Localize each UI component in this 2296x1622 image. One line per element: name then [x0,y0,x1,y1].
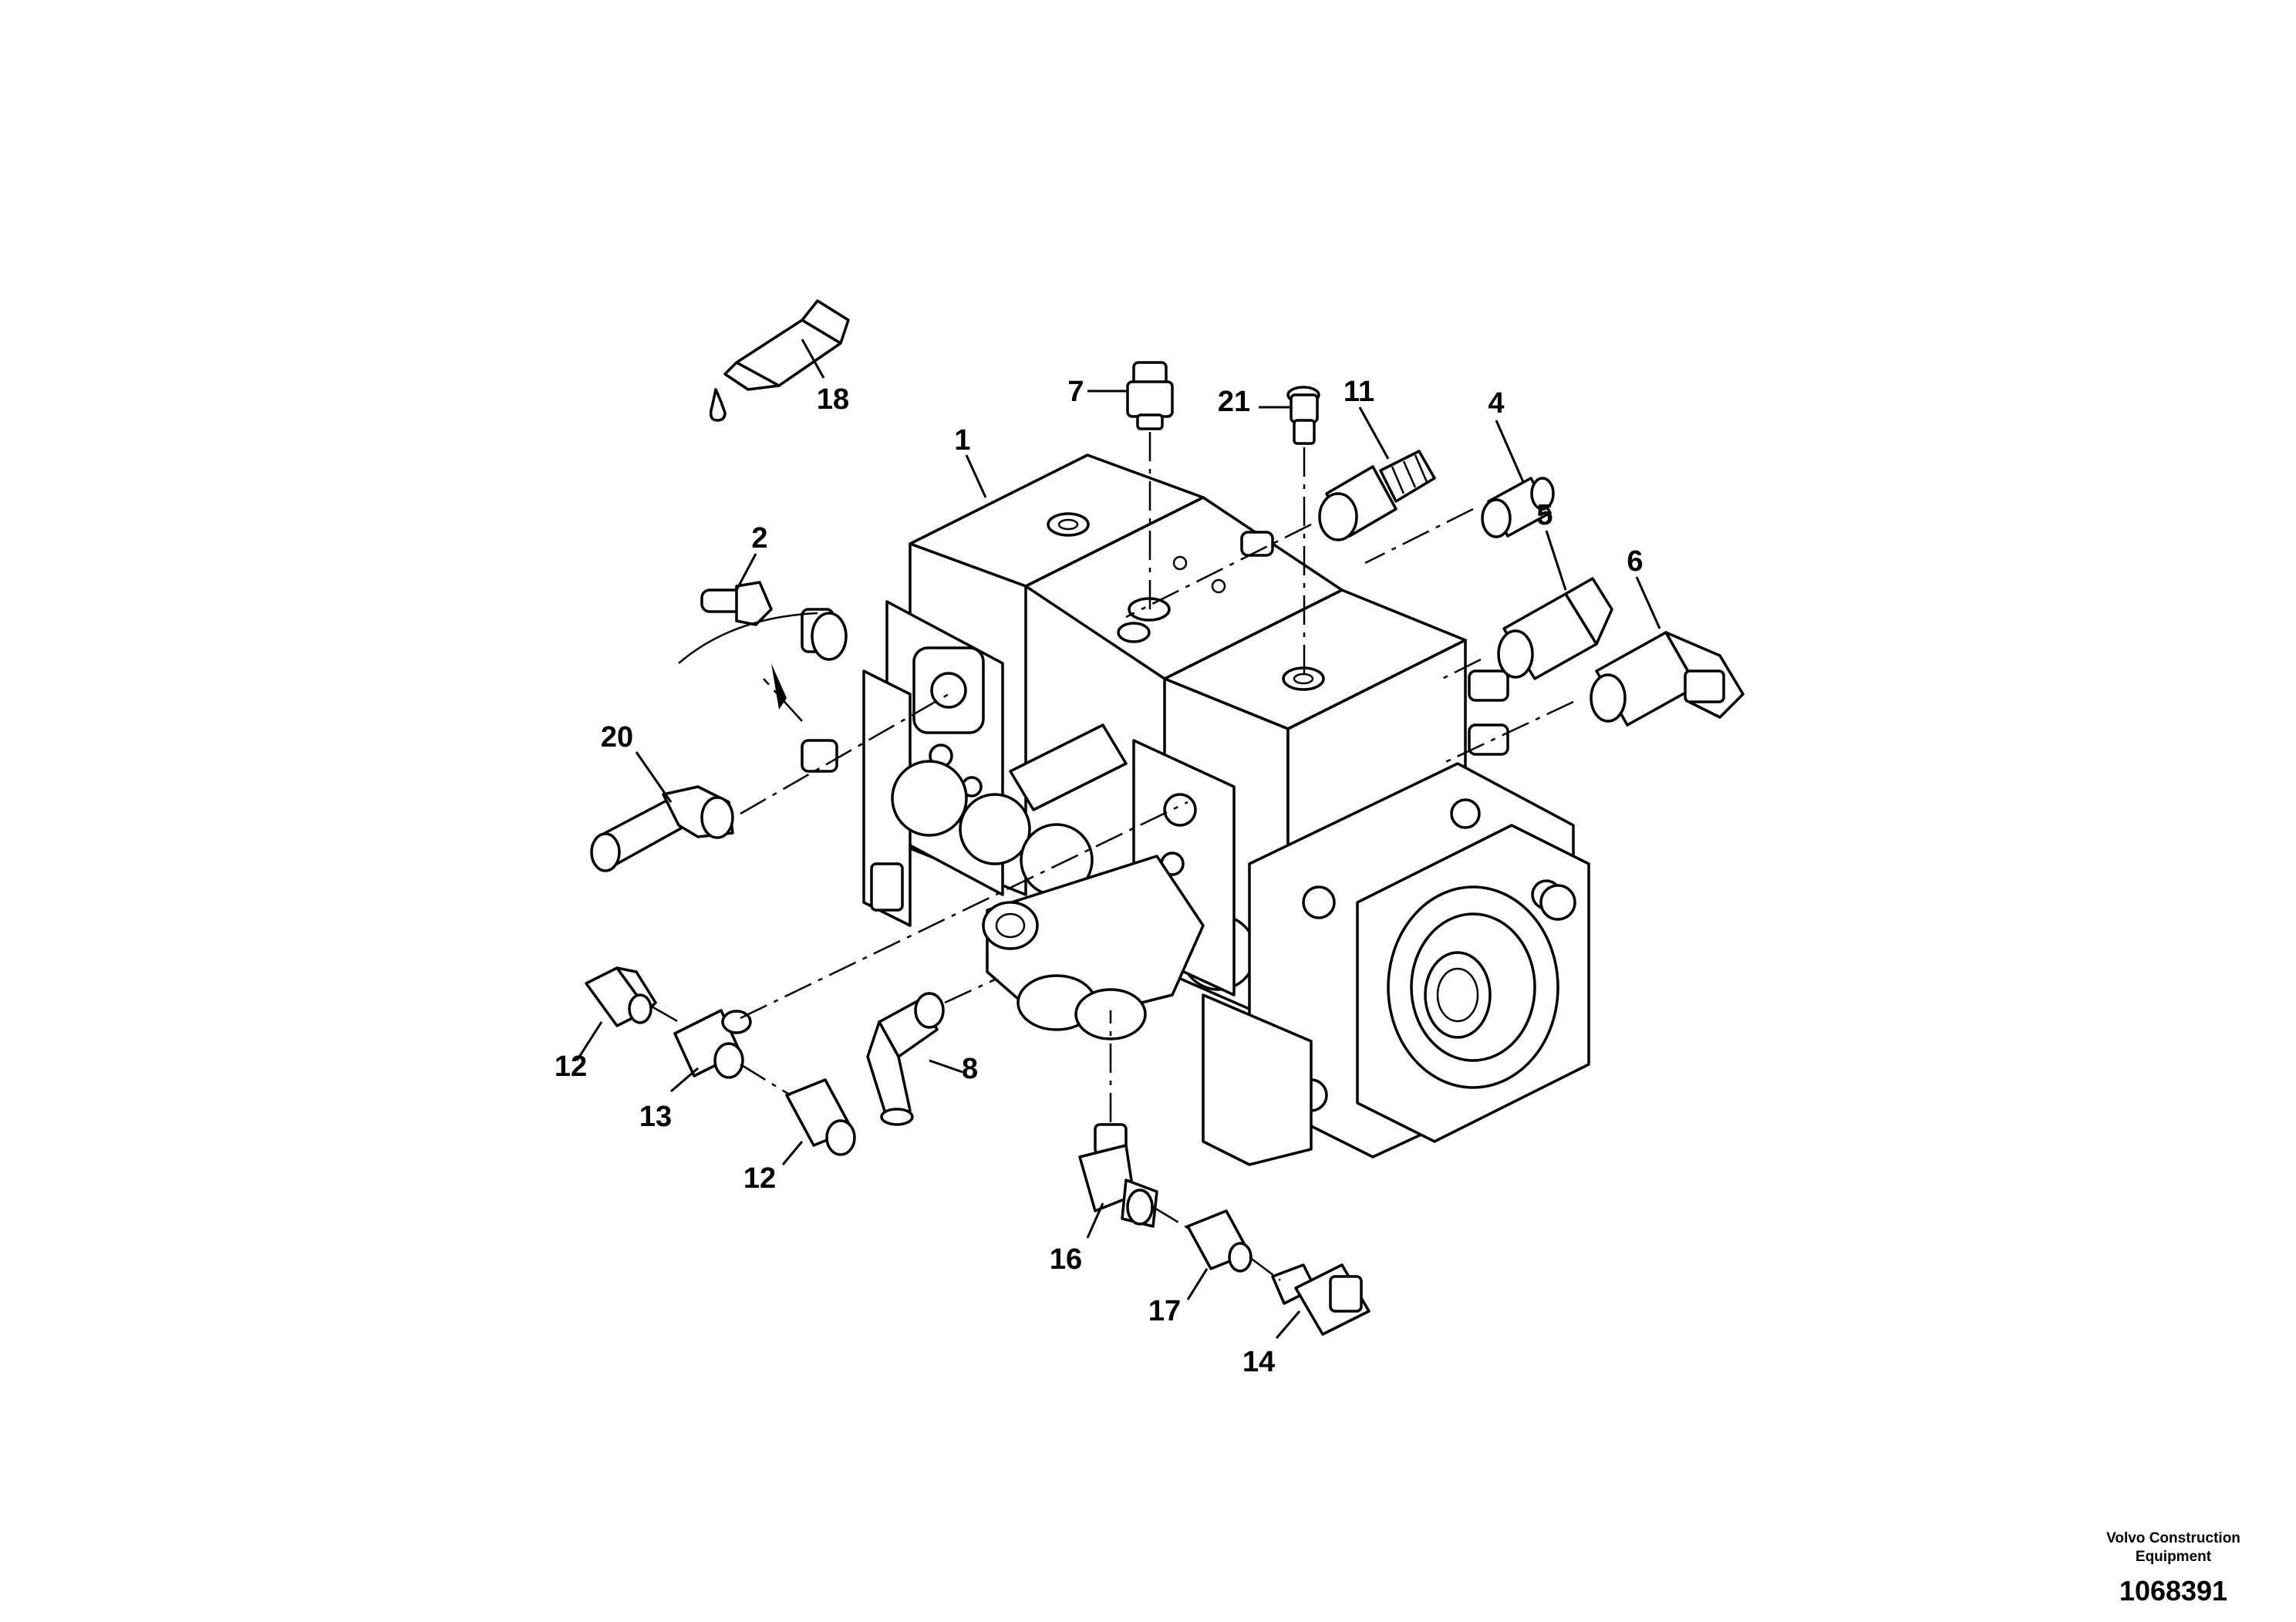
callout-16: 16 [1050,1243,1082,1276]
pressure-sensor-14 [1271,1263,1371,1336]
callout-21: 21 [1218,386,1250,418]
elbow-fitting-8 [866,992,945,1126]
callout-11: 11 [1344,376,1374,408]
callout-17: 17 [1148,1295,1181,1327]
callout-13: 13 [639,1101,672,1133]
hydraulic-pump-assembly [801,454,1590,1166]
connector-12-upper [585,966,657,1027]
callout-4: 4 [1488,387,1504,420]
callout-12-lower: 12 [743,1162,776,1195]
callout-18: 18 [817,383,849,416]
elbow-fitting-6 [1590,631,1745,727]
callout-1: 1 [954,424,970,457]
sensor-11 [1318,450,1436,541]
bolt-2 [678,581,818,664]
plug-5 [1497,577,1613,680]
diagram-number: 1068391 [2119,1575,2227,1607]
callout-leaders [575,339,1661,1339]
fitting-21 [1286,386,1320,445]
callout-2: 2 [751,522,767,555]
publisher-credit: Volvo Construction Equipment 1068391 [2106,1530,2240,1607]
callout-12-upper: 12 [555,1050,587,1083]
adapter-17 [1186,1209,1253,1273]
credit-line-2: Equipment [2136,1549,2212,1565]
connector-12-lower [785,1078,856,1156]
callout-labels: 1 2 4 5 6 7 8 11 12 12 13 14 16 17 18 20… [555,376,1644,1378]
callout-5: 5 [1536,499,1553,531]
callout-6: 6 [1627,545,1643,578]
tee-fitting-13 [673,1009,752,1079]
fitting-7 [1126,361,1174,430]
callout-20: 20 [601,721,633,754]
adhesive-tube-icon [709,299,850,422]
callout-7: 7 [1067,376,1084,408]
callout-8: 8 [962,1053,978,1085]
assembly-centerlines [651,432,1574,1281]
credit-line-1: Volvo Construction [2106,1530,2240,1546]
elbow-fitting-16 [1078,1123,1158,1228]
plug-4 [1481,477,1555,538]
callout-14: 14 [1242,1346,1275,1378]
elbow-fitting-20 [590,785,734,872]
